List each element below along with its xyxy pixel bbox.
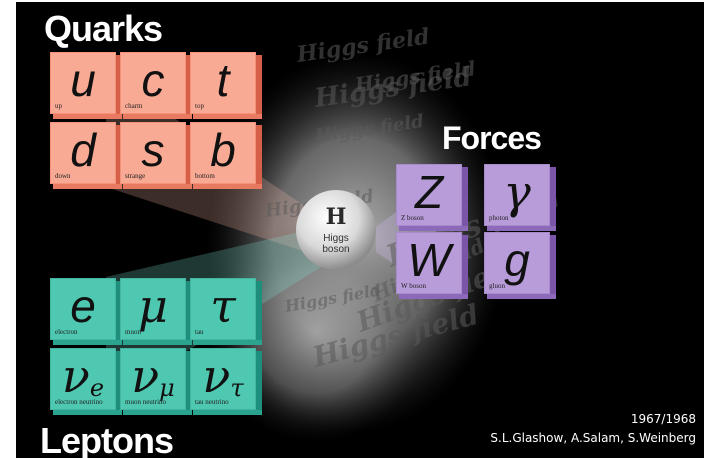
force-name: gluon [489, 282, 505, 290]
higgs-boson-sphere [296, 190, 376, 270]
force-cube-w-boson: W W boson [396, 232, 462, 294]
quark-symbol: d [51, 127, 115, 173]
force-symbol: W [397, 237, 461, 283]
lepton-cube-tau-neutrino: ντ tau neutrino [190, 348, 256, 410]
quarks-title: Quarks [44, 8, 162, 50]
quark-name: top [195, 102, 204, 110]
lepton-name: tau [195, 328, 204, 336]
quark-name: strange [125, 172, 145, 180]
higgs-label-line1: Higgs [298, 233, 374, 244]
force-name: Z boson [401, 214, 424, 222]
higgs-label: Higgs boson [298, 233, 374, 255]
quark-cube-strange: s strange [120, 122, 186, 184]
quark-symbol: t [191, 57, 255, 103]
quark-cube-top: t top [190, 52, 256, 114]
quark-name: down [55, 172, 71, 180]
lepton-cube-tau: τ tau [190, 278, 256, 340]
quark-cube-charm: c charm [120, 52, 186, 114]
quark-symbol: s [121, 127, 185, 173]
lepton-name: electron [55, 328, 78, 336]
force-name: photon [489, 214, 508, 222]
credit-names: S.L.Glashow, A.Salam, S.Weinberg [490, 431, 696, 445]
quark-symbol: u [51, 57, 115, 103]
lepton-symbol: e [51, 283, 115, 329]
lepton-cube-electron: e electron [50, 278, 116, 340]
force-cube-photon: γ photon [484, 164, 550, 226]
quark-cube-up: u up [50, 52, 116, 114]
lepton-cube-muon: μ muon [120, 278, 186, 340]
lepton-cube-electron-neutrino: νe electron neutrino [50, 348, 116, 410]
lepton-symbol: μ [121, 283, 185, 329]
quark-symbol: c [121, 57, 185, 103]
lepton-name: muon neutrino [125, 398, 166, 406]
force-name: W boson [401, 282, 426, 290]
quark-name: up [55, 102, 62, 110]
force-cube-z-boson: Z Z boson [396, 164, 462, 226]
quark-symbol: b [191, 127, 255, 173]
higgs-symbol: H [316, 204, 356, 230]
force-symbol: Z [397, 169, 461, 215]
lepton-name: electron neutrino [55, 398, 103, 406]
force-cube-gluon: g gluon [484, 232, 550, 294]
forces-title: Forces [442, 120, 541, 157]
quark-name: charm [125, 102, 143, 110]
force-symbol: γ [485, 169, 549, 215]
quark-cube-bottom: b bottom [190, 122, 256, 184]
leptons-title: Leptons [40, 420, 173, 458]
credit-year: 1967/1968 [631, 412, 696, 426]
quark-name: bottom [195, 172, 215, 180]
lepton-name: muon [125, 328, 141, 336]
lepton-name: tau neutrino [195, 398, 229, 406]
force-symbol: g [485, 237, 549, 283]
lepton-cube-muon-neutrino: νμ muon neutrino [120, 348, 186, 410]
quark-cube-down: d down [50, 122, 116, 184]
lepton-symbol: τ [191, 283, 255, 329]
higgs-label-line2: boson [298, 244, 374, 255]
